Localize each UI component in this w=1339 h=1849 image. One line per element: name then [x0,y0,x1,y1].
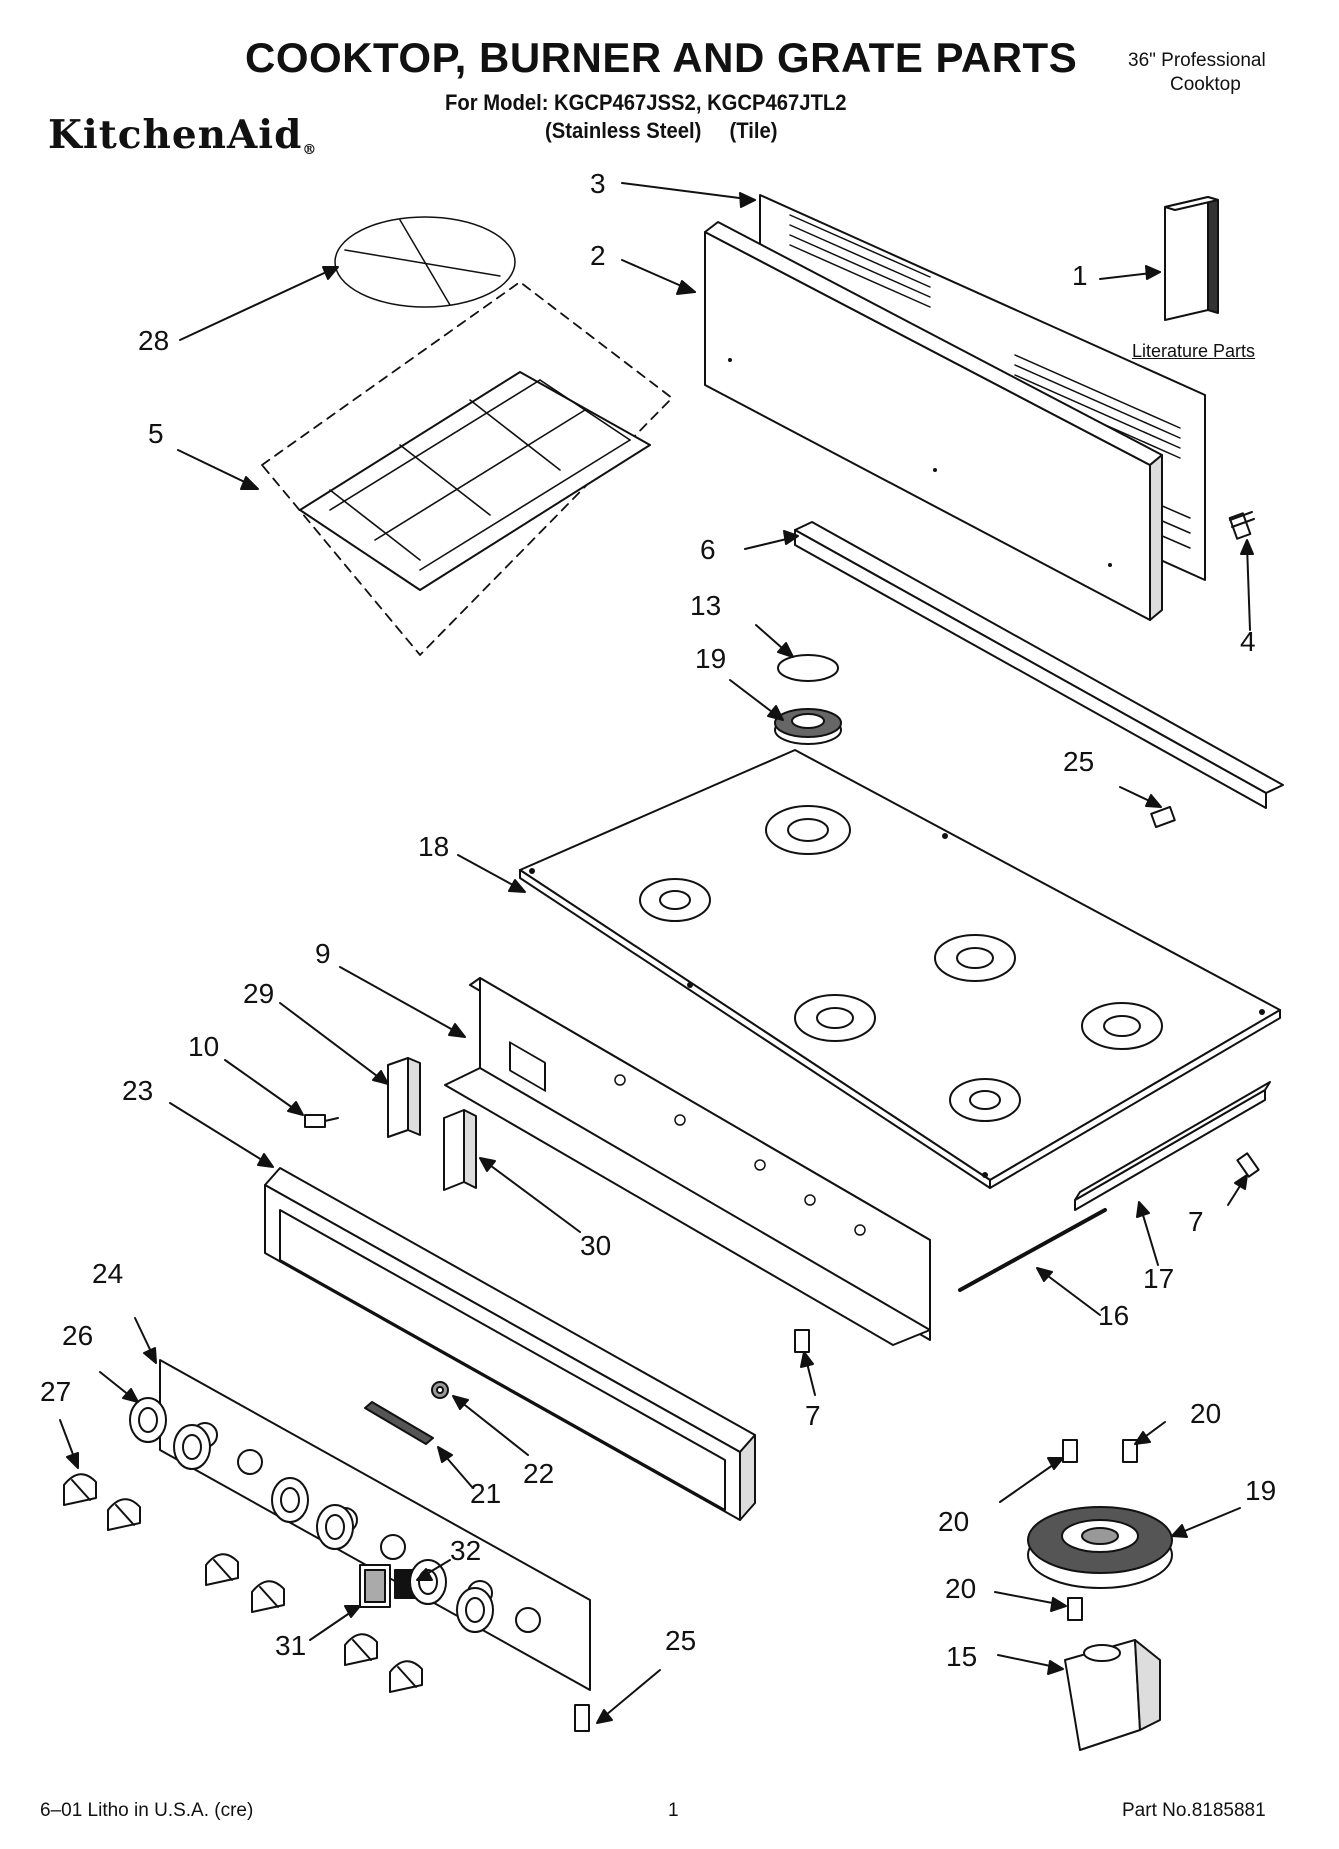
callout-1: 1 [1072,260,1088,291]
callout-19-top: 19 [695,643,727,674]
part-burner-screws [1062,1439,1138,1621]
callout-4: 4 [1240,626,1256,657]
callout-25-bottom: 25 [665,1625,697,1656]
callout-2: 2 [590,240,606,271]
callout-18: 18 [418,831,450,862]
callout-21: 21 [470,1478,502,1509]
callout-32: 32 [450,1535,482,1566]
part-burner-base [1027,1506,1173,1589]
callout-9: 9 [315,938,331,969]
callout-26: 26 [62,1320,94,1351]
callout-27: 27 [40,1376,72,1407]
callout-15: 15 [946,1641,978,1672]
product-type-line2: Cooktop [1170,74,1241,95]
registered-mark: ® [302,142,318,158]
callout-30: 30 [580,1230,612,1261]
callout-10: 10 [188,1031,220,1062]
part-cooktop-grates [261,281,673,656]
part-screw-4 [1228,511,1255,540]
part-valve-15 [1064,1639,1161,1751]
part-knob-bezels [129,1397,494,1633]
part-igniter-module-29 [387,1057,421,1138]
part-backguard [704,221,1163,621]
part-burner-cap [777,654,839,682]
part-side-trim [1074,1081,1271,1211]
part-control-panel-housing [264,1167,756,1521]
footer-print-info: 6–01 Litho in U.S.A. (cre) [40,1800,254,1821]
callout-20-c: 20 [945,1573,977,1604]
product-type-line1: 36" Professional [1128,50,1266,71]
page-title: COOKTOP, BURNER AND GRATE PARTS [245,34,1078,81]
callout-5: 5 [148,418,164,449]
part-rear-trim-channel [794,521,1284,809]
callout-22: 22 [523,1458,555,1489]
part-control-knobs [63,1473,423,1693]
brand-logo: KitchenAid® [48,112,317,158]
callout-17: 17 [1143,1263,1175,1294]
literature-parts-label: Literature Parts [1132,341,1256,361]
part-igniter-module-30 [443,1109,477,1191]
part-cooktop-surface [519,749,1281,1189]
callout-23: 23 [122,1075,154,1106]
callout-19-bottom: 19 [1245,1475,1277,1506]
footer-part-number: Part No.8185881 [1122,1800,1266,1821]
part-rod [958,1208,1107,1292]
model-finishes: (Stainless Steel) (Tile) [545,118,778,143]
callout-6: 6 [700,534,716,565]
callout-7-right: 7 [1188,1206,1204,1237]
callout-31: 31 [275,1630,307,1661]
part-label-31 [359,1564,391,1608]
callout-20-b: 20 [938,1506,970,1537]
callout-7-bottom: 7 [805,1400,821,1431]
part-literature-booklet [1164,196,1219,321]
part-burner-head-top [774,708,842,745]
callout-24: 24 [92,1258,124,1289]
model-numbers: For Model: KGCP467JSS2, KGCP467JTL2 [445,90,847,115]
part-screw-7-right [1236,1152,1260,1178]
callout-28: 28 [138,325,170,356]
callout-25-top: 25 [1063,746,1095,777]
part-screw-7-bottom [794,1329,810,1353]
part-screw-10 [304,1114,339,1128]
callout-3: 3 [590,168,606,199]
part-grate-pad [334,216,516,308]
part-nut [431,1381,449,1399]
part-screw-25-top [1150,806,1176,828]
brand-name: KitchenAid [48,112,303,158]
footer-page-number: 1 [668,1800,679,1821]
callout-16: 16 [1098,1300,1130,1331]
part-badge [364,1401,434,1445]
leader-lines [59,182,1254,1724]
part-burner-box [444,977,931,1346]
callout-20-a: 20 [1190,1398,1222,1429]
callout-29: 29 [243,978,275,1009]
part-screw-25-bottom [574,1704,590,1732]
callout-13: 13 [690,590,722,621]
